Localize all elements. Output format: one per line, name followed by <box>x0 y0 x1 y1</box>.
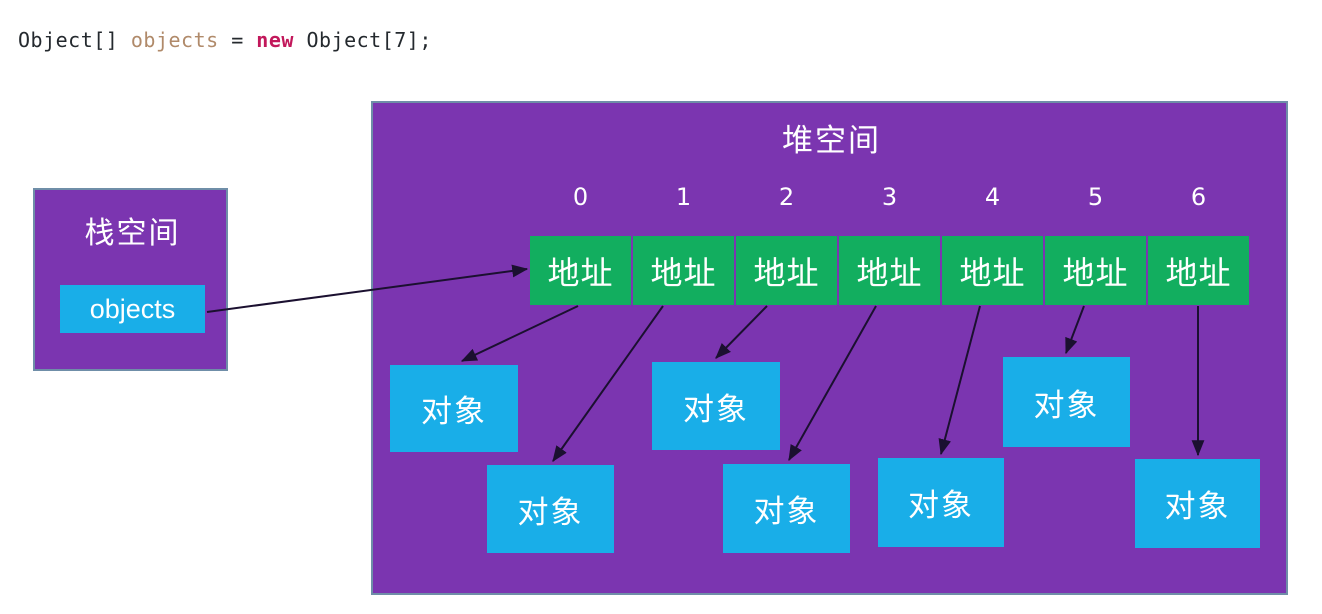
stack-space-title: 栈空间 <box>84 216 181 251</box>
address-cell-2: 地址 <box>736 236 837 305</box>
code-token-plain-0: Object[] <box>18 28 131 52</box>
array-index-label-0: 0 <box>572 183 589 211</box>
heap-object-3: 对象 <box>723 464 850 553</box>
array-index-label-2: 2 <box>778 183 795 211</box>
code-token-kw-3: new <box>256 28 307 52</box>
array-index-label-1: 1 <box>675 183 692 211</box>
code-token-op-2: = <box>231 28 257 52</box>
array-index-label-5: 5 <box>1087 183 1104 211</box>
code-snippet: Object[] objects = new Object[7]; <box>18 28 432 52</box>
heap-object-2: 对象 <box>652 362 780 450</box>
stack-variable-objects: objects <box>60 285 205 333</box>
code-token-plain-4: Object[7]; <box>306 28 432 52</box>
code-token-var-1: objects <box>130 28 232 52</box>
heap-object-0: 对象 <box>390 365 518 452</box>
address-cell-5: 地址 <box>1045 236 1146 305</box>
address-cell-3: 地址 <box>839 236 940 305</box>
array-index-label-4: 4 <box>984 183 1001 211</box>
array-index-label-3: 3 <box>881 183 898 211</box>
address-cell-0: 地址 <box>530 236 631 305</box>
heap-object-5: 对象 <box>1003 357 1130 447</box>
address-cell-4: 地址 <box>942 236 1043 305</box>
address-cell-6: 地址 <box>1148 236 1249 305</box>
array-index-label-6: 6 <box>1190 183 1207 211</box>
address-cell-1: 地址 <box>633 236 734 305</box>
stack-space-box: 栈空间 objects <box>33 188 228 371</box>
heap-space-title: 堆空间 <box>782 123 881 159</box>
heap-object-1: 对象 <box>487 465 614 553</box>
heap-object-6: 对象 <box>1135 459 1260 548</box>
heap-object-4: 对象 <box>878 458 1004 547</box>
